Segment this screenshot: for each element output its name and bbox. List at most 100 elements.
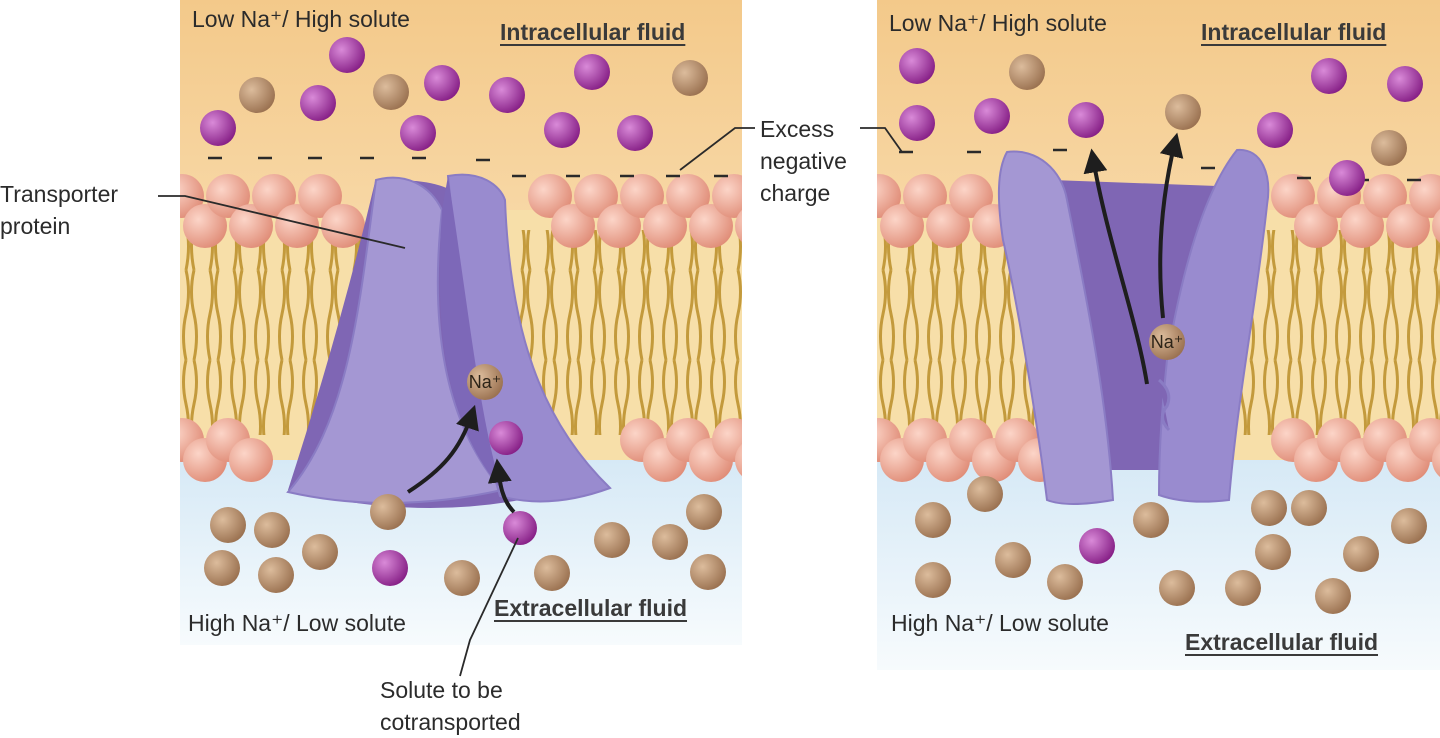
excess-charge-leader-left (679, 127, 755, 171)
phospholipid-head (1363, 174, 1407, 218)
phospholipid-head (926, 204, 970, 248)
phospholipid-head (206, 174, 250, 218)
extracellular-concentration-label: High Na⁺/ Low solute (188, 610, 406, 636)
left-membrane-diagram: Na⁺ (180, 0, 742, 645)
phospholipid-head (903, 174, 947, 218)
phospholipid-head (252, 174, 296, 218)
right-diagram-panel: Na⁺ Low Na⁺/ High solute Intracellular f… (877, 0, 1440, 670)
extracellular-concentration-label: High Na⁺/ Low solute (891, 610, 1109, 636)
excess-callout-line2: negative (760, 148, 847, 175)
sodium-ion (1251, 490, 1287, 526)
solute-cotransported-callout: Solute to be cotransported (380, 674, 521, 738)
phospholipid-head (551, 204, 595, 248)
solute-exit-arrow (1083, 148, 1149, 385)
solute-molecule (1079, 528, 1115, 564)
sodium-ion (1225, 570, 1261, 606)
solute-molecule (503, 511, 537, 545)
upper-phospholipid-heads (877, 174, 1440, 248)
phospholipid-head (229, 438, 273, 482)
solute-molecule (1329, 160, 1365, 196)
sodium-ion (1159, 570, 1195, 606)
sodium-ion (302, 534, 338, 570)
sodium-ion (594, 522, 630, 558)
solute-callout-line2: cotransported (380, 709, 521, 736)
phospholipid-head (1432, 209, 1440, 243)
phospholipid-head (1409, 418, 1440, 462)
sodium-ion (534, 555, 570, 591)
svg-text:Na⁺: Na⁺ (1151, 332, 1184, 352)
solute-molecule (899, 48, 935, 84)
phospholipid-head (1386, 204, 1430, 248)
sodium-ion (995, 542, 1031, 578)
solute-molecule (1387, 66, 1423, 102)
solute-molecule (899, 105, 935, 141)
svg-text:Na⁺: Na⁺ (469, 372, 502, 392)
lower-phospholipid-heads (877, 418, 1440, 482)
sodium-ion (204, 550, 240, 586)
phospholipid-head (689, 204, 733, 248)
phospholipid-head (1340, 204, 1384, 248)
phospholipid-head (643, 204, 687, 248)
sodium-ion (258, 557, 294, 593)
negative-charge-dashes (208, 156, 728, 178)
intracellular-fluid-label: Intracellular fluid (1201, 19, 1387, 45)
sodium-ion (1133, 502, 1169, 538)
solute-molecule (574, 54, 610, 90)
intracellular-fluid-label: Intracellular fluid (500, 19, 686, 45)
extracellular-fluid-label: Extracellular fluid (494, 595, 688, 621)
phospholipid-head (1271, 174, 1315, 218)
sodium-ion (1315, 578, 1351, 614)
sodium-ion (967, 476, 1003, 512)
phospholipid-head (1409, 174, 1440, 218)
phospholipid-head (1294, 204, 1338, 248)
sodium-ion (1371, 130, 1407, 166)
excess-charge-leader-right (860, 127, 903, 153)
solute-molecule (974, 98, 1010, 134)
sodium-ion (1009, 54, 1045, 90)
sodium-ion (1391, 508, 1427, 544)
ions (200, 37, 726, 596)
upper-phospholipid-heads (180, 174, 742, 248)
solute-molecule (1257, 112, 1293, 148)
solute-callout-line1: Solute to be (380, 677, 503, 703)
phospholipid-head (574, 174, 618, 218)
right-membrane-diagram: Na⁺ (877, 0, 1440, 670)
transporter-callout-line1: Transporter (0, 181, 119, 207)
phospholipid-head (1432, 443, 1440, 477)
intracellular-concentration-label: Low Na⁺/ High solute (192, 6, 410, 32)
phospholipid-head (712, 418, 742, 462)
solute-molecule (1311, 58, 1347, 94)
excess-callout-line3: charge (760, 180, 831, 207)
phospholipid-head (620, 174, 664, 218)
sodium-entry-arrow (406, 404, 479, 494)
sodium-ion (686, 494, 722, 530)
solute-molecule (400, 115, 436, 151)
sodium-ion (239, 77, 275, 113)
excess-callout-line1: Excess (760, 116, 835, 142)
sodium-ion (1343, 536, 1379, 572)
solute-molecule (372, 550, 408, 586)
phospholipid-head (880, 204, 924, 248)
phospholipid-head (275, 204, 319, 248)
sodium-ion (1255, 534, 1291, 570)
sodium-ion (652, 524, 688, 560)
ions (899, 48, 1427, 614)
sodium-ion (915, 502, 951, 538)
extracellular-fluid-label: Extracellular fluid (1185, 629, 1379, 655)
sodium-exit-arrow (1158, 132, 1184, 319)
phospholipid-head (528, 174, 572, 218)
sodium-ion (373, 74, 409, 110)
left-diagram-panel: Na⁺ Low Na⁺/ High solute Intracellular f… (180, 0, 742, 645)
solute-molecule (1068, 102, 1104, 138)
transporter-callout-line2: protein (0, 213, 71, 240)
solute-molecule (489, 421, 523, 455)
sodium-ion (915, 562, 951, 598)
solute-molecule (544, 112, 580, 148)
sodium-ion (690, 554, 726, 590)
transporter-protein-callout: Transporter protein (0, 178, 118, 242)
sodium-ion (210, 507, 246, 543)
sodium-ion (370, 494, 406, 530)
sodium-ion (1165, 94, 1201, 130)
lower-phospholipid-heads (180, 418, 742, 482)
